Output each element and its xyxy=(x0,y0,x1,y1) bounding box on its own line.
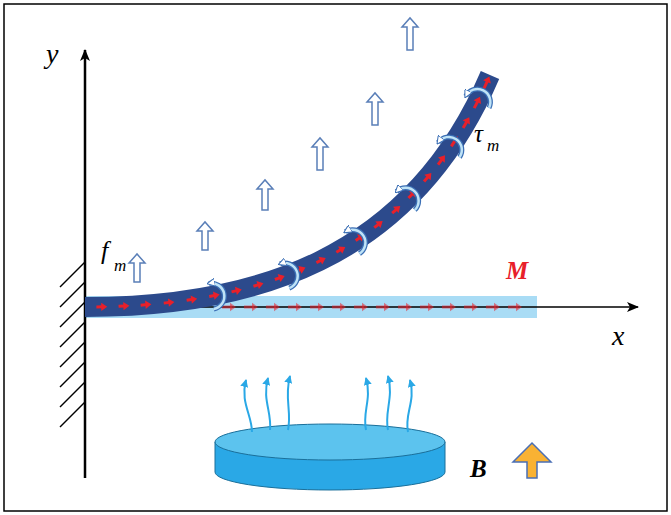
torque-arc-inner xyxy=(280,263,298,288)
magnetization-arrowhead xyxy=(483,76,491,83)
magnetization-arrowhead xyxy=(474,97,481,104)
magnetization-arrowhead xyxy=(438,155,445,162)
field-label: B xyxy=(470,456,487,481)
magnetization-arrowhead xyxy=(318,257,325,265)
torque-arc-inner xyxy=(345,230,365,254)
torque-symbol: τ xyxy=(474,121,483,146)
magnetization-arrowhead xyxy=(191,295,198,303)
magnet xyxy=(215,424,445,490)
magnetization-arrowhead xyxy=(230,303,236,311)
magnetization-arrowhead xyxy=(338,246,345,253)
torque-arc xyxy=(397,188,419,210)
magnetization-arrowhead xyxy=(384,303,390,311)
torque-arc xyxy=(280,263,298,288)
torque-arrows xyxy=(209,89,491,309)
frame xyxy=(4,4,667,511)
magnetization-arrowhead xyxy=(362,303,368,311)
torque-arc-inner xyxy=(466,89,491,108)
wall-hatch xyxy=(60,262,85,427)
magnetization-arrowhead xyxy=(516,303,522,311)
magnetization-arrowhead xyxy=(494,303,500,311)
magnetization-arrowhead xyxy=(213,292,220,300)
magnetization-arrowhead xyxy=(472,303,478,311)
torque-arc-inner xyxy=(438,137,462,157)
magnetization-arrowhead xyxy=(340,303,346,311)
force-arrow xyxy=(367,93,383,125)
magnetization-arrowhead xyxy=(375,221,382,228)
magnetization-arrowhead xyxy=(450,303,456,311)
torque-arc xyxy=(466,89,491,108)
magnetization-arrowhead xyxy=(463,117,470,124)
magnetization-arrowhead xyxy=(318,303,324,311)
subscript: m xyxy=(114,257,126,274)
force-arrow xyxy=(197,222,213,250)
magnetization-arrowhead xyxy=(278,274,285,282)
torque-arc xyxy=(438,137,462,157)
magnetization-arrowhead xyxy=(123,302,129,310)
torque-arc-inner xyxy=(397,188,419,210)
torque-arc xyxy=(209,283,224,309)
axis-label: y xyxy=(46,40,58,68)
magnetization-arrowhead xyxy=(101,303,107,311)
magnetization-arrowhead xyxy=(393,206,400,213)
magnetization-arrowhead xyxy=(296,303,302,311)
force-arrow xyxy=(129,254,145,282)
force-arrow xyxy=(402,18,418,50)
deformed-beam xyxy=(85,75,490,307)
magnetization-arrowhead xyxy=(274,303,280,311)
magnetization-arrows xyxy=(96,76,522,311)
field-direction-arrow xyxy=(513,443,551,478)
force-arrows xyxy=(129,18,418,282)
magnetization-arrowhead xyxy=(428,303,434,311)
force-arrow xyxy=(257,180,273,210)
field-lines xyxy=(244,376,411,432)
force-symbol: f xyxy=(101,238,108,264)
y-axis xyxy=(84,50,87,478)
force-arrow xyxy=(312,138,328,170)
subscript: m xyxy=(487,137,499,154)
magnetization-arrowhead xyxy=(424,173,431,180)
torque-arc xyxy=(345,230,365,254)
magnetization-arrowhead xyxy=(145,301,151,309)
torque-arc-inner xyxy=(209,283,224,309)
axis-label: x xyxy=(612,322,624,350)
magnetization-label: M xyxy=(506,258,528,283)
magnetization-arrowhead xyxy=(252,303,258,311)
magnetization-arrowhead xyxy=(256,281,263,289)
magnetization-arrowhead xyxy=(235,287,242,295)
magnetization-arrowhead xyxy=(168,298,174,306)
magnetization-arrowhead xyxy=(406,303,412,311)
